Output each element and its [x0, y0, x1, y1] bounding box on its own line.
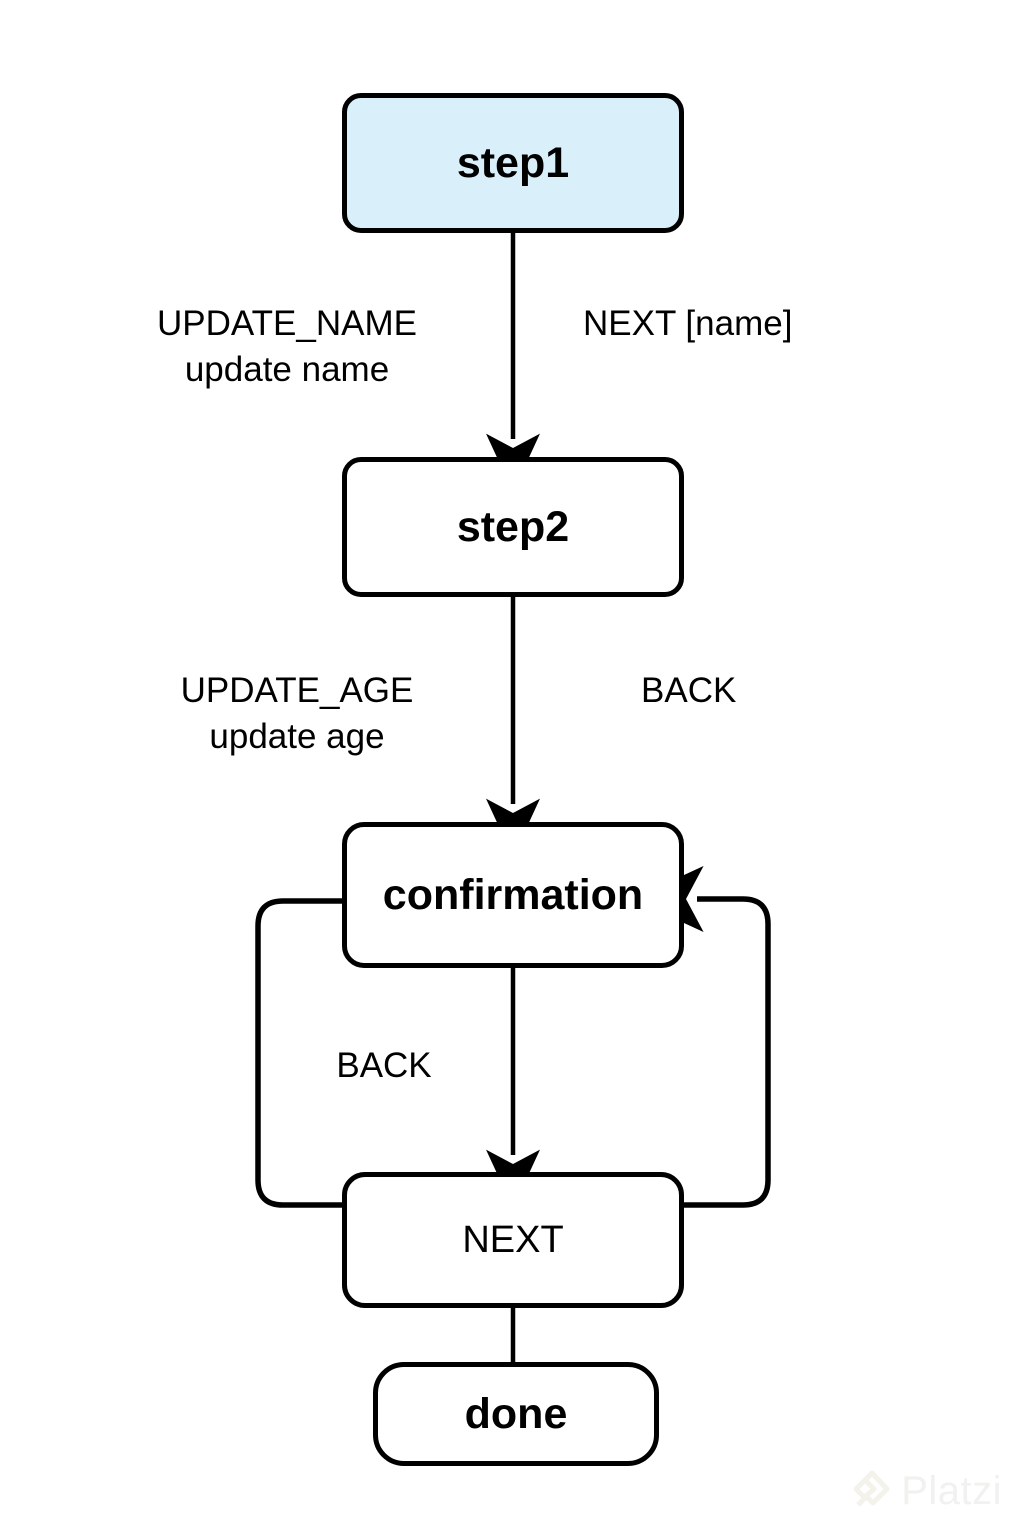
state-node-step1-label: step1	[456, 138, 570, 187]
edge-label-next-name: NEXT [name]	[583, 304, 793, 343]
state-node-done[interactable]: done	[373, 1362, 659, 1466]
state-node-confirmation-label: confirmation	[382, 870, 644, 919]
edge-label-back-confirmation: BACK	[336, 1046, 432, 1085]
state-node-step1[interactable]: step1	[342, 93, 684, 233]
state-node-done-label: done	[464, 1389, 568, 1438]
state-node-step2-label: step2	[456, 502, 570, 551]
edge-next-confirmation	[632, 866, 771, 1208]
state-node-next-label: NEXT	[462, 1219, 564, 1261]
state-node-confirmation[interactable]: confirmation	[342, 822, 684, 968]
state-node-next[interactable]: NEXT	[342, 1172, 684, 1308]
edge-label-back-step2: BACK	[641, 671, 737, 710]
edge-label-update-age: UPDATE_AGE update age	[180, 671, 414, 757]
edge-confirmation-next-back	[255, 898, 342, 1208]
state-node-step2[interactable]: step2	[342, 457, 684, 597]
edge-label-update-name: UPDATE_NAME update name	[157, 304, 417, 390]
